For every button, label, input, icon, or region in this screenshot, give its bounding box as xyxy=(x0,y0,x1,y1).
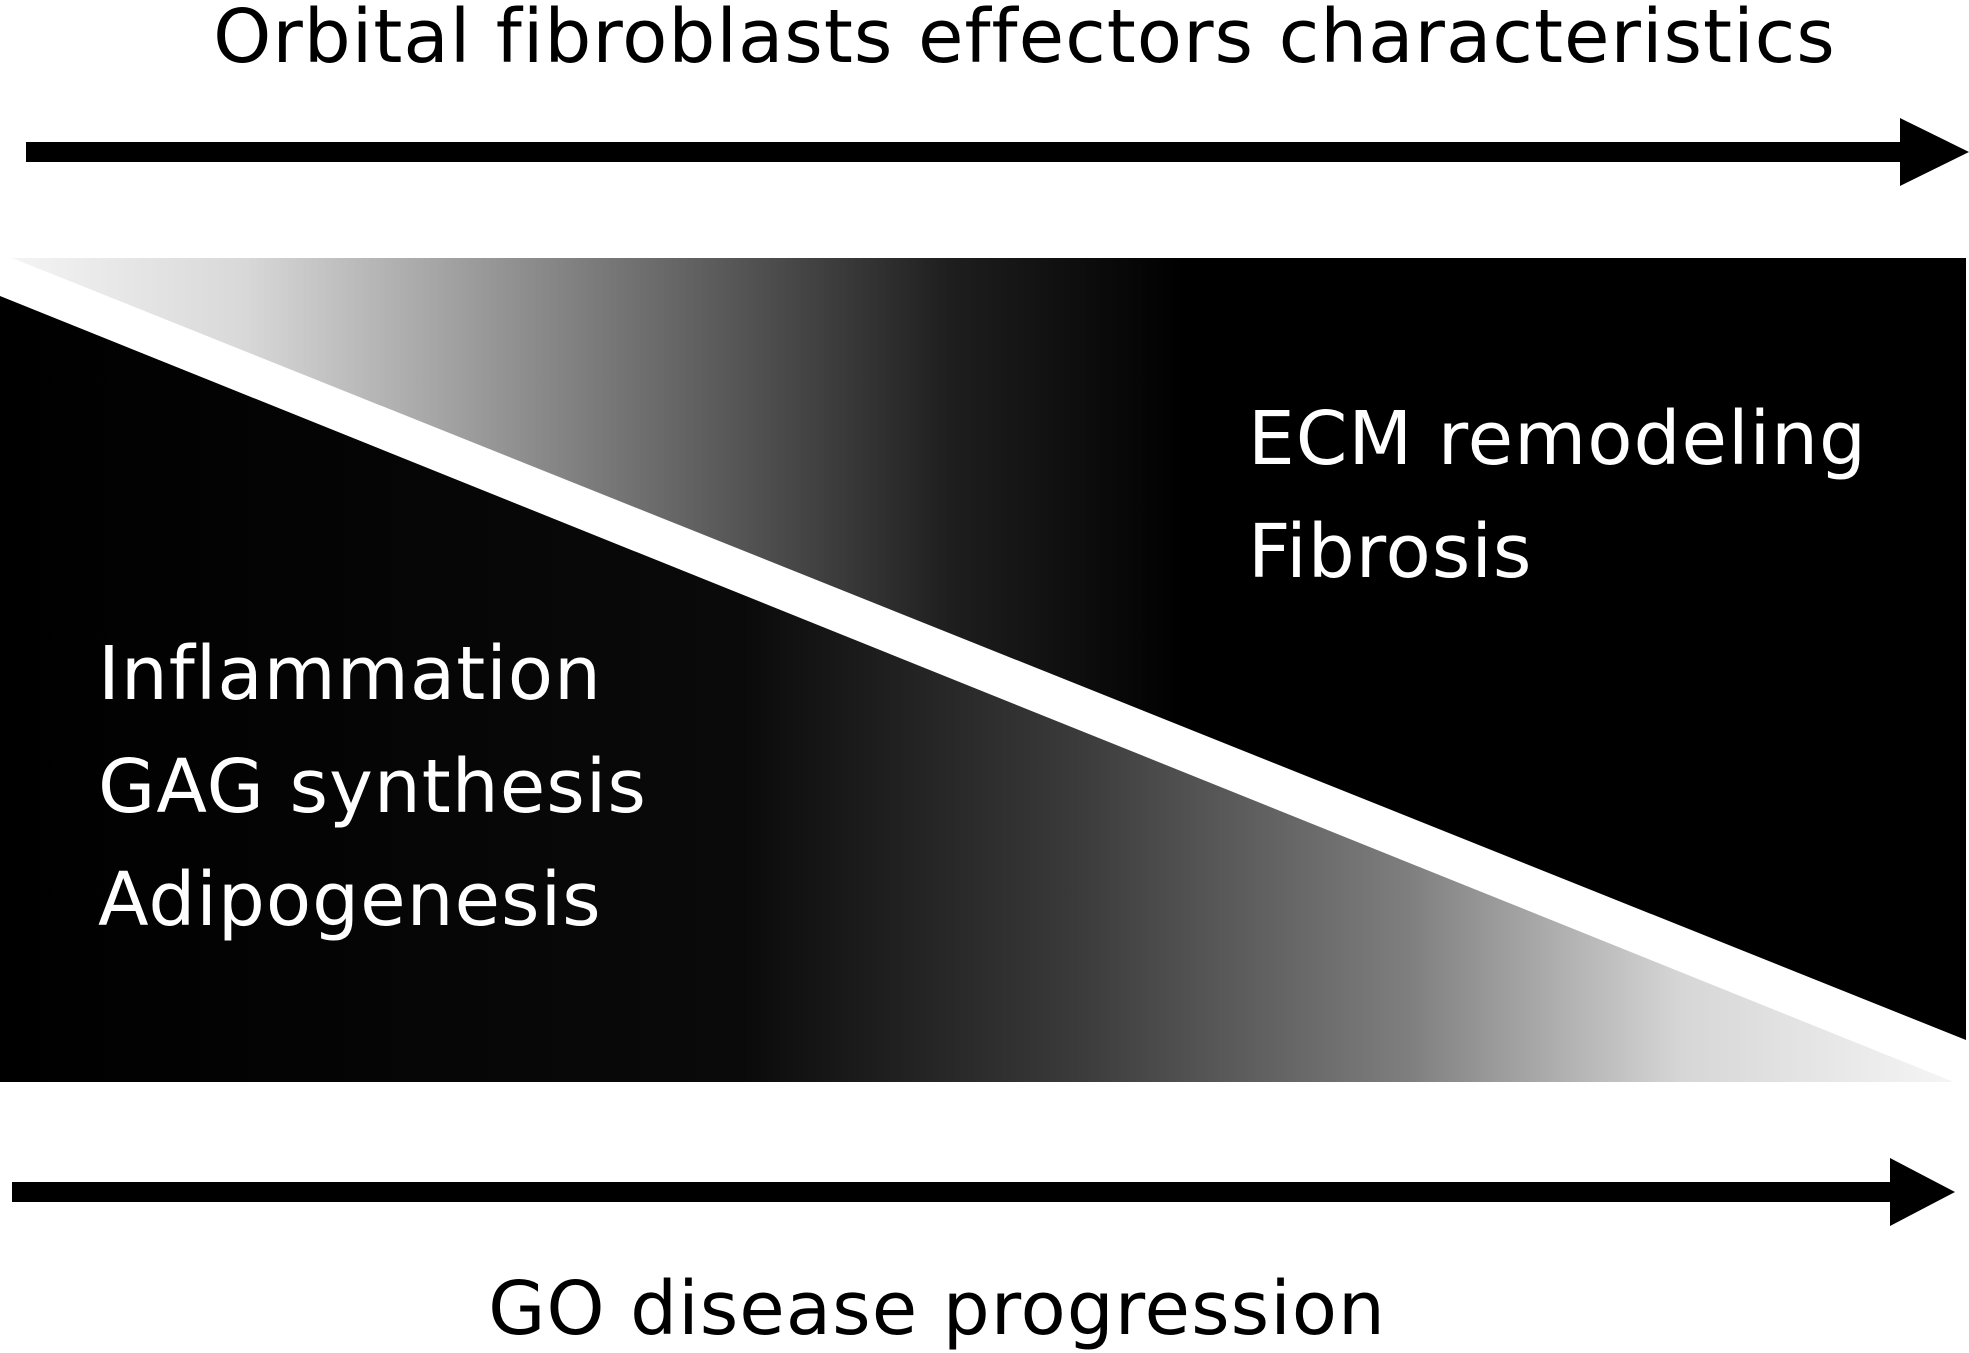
bottom-caption: GO disease progression xyxy=(488,1266,1386,1352)
early-phase-item-adipogenesis: Adipogenesis xyxy=(98,857,602,943)
early-phase-item-gag-synthesis: GAG synthesis xyxy=(98,744,647,830)
lower-gradient-triangle xyxy=(0,296,1954,1082)
early-phase-list: Inflammation GAG synthesis Adipogenesis xyxy=(98,618,647,957)
early-phase-item-inflammation: Inflammation xyxy=(98,631,602,717)
bottom-arrow-shaft xyxy=(12,1182,1920,1202)
bottom-arrow-head xyxy=(1890,1158,1955,1226)
upper-gradient-triangle xyxy=(12,258,1966,1040)
top-arrow-head xyxy=(1900,118,1969,186)
late-phase-item-ecm-remodeling: ECM remodeling xyxy=(1248,396,1867,482)
bottom-arrow xyxy=(12,1158,1955,1226)
top-caption: Orbital fibroblasts effectors characteri… xyxy=(213,0,1836,80)
late-phase-list: ECM remodeling Fibrosis xyxy=(1248,383,1867,609)
top-arrow-shaft xyxy=(26,142,1928,162)
late-phase-item-fibrosis: Fibrosis xyxy=(1248,509,1533,595)
top-arrow xyxy=(26,118,1969,186)
